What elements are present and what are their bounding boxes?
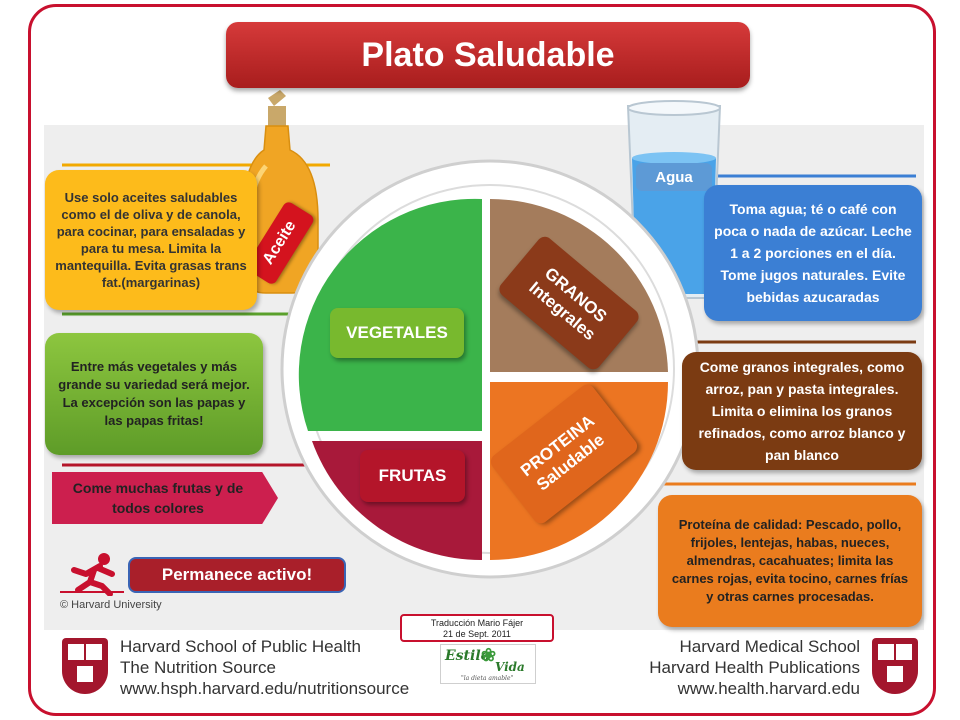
oil-info-text: Use solo aceites saludables como el de o… [55,190,247,290]
harvard-medical-crest-icon [872,638,918,694]
grains-info-box: Come granos integrales, como arroz, pan … [682,352,922,470]
grains-info-text: Come granos integrales, como arroz, pan … [698,359,906,463]
footer-left-line1: Harvard School of Public Health [120,637,361,656]
footer-right: Harvard Medical School Harvard Health Pu… [574,636,860,699]
leaf-icon: ❀ [481,645,497,666]
estilo-de-vida-logo: Estilo ❀ Vida "la dieta amable" [440,644,536,684]
footer-left-line2: The Nutrition Source [120,658,276,677]
footer-right-line2: Harvard Health Publications [649,658,860,677]
healthy-plate [280,159,700,579]
vegetables-label: VEGETALES [330,308,464,358]
footer-right-line1: Harvard Medical School [679,637,860,656]
footer-right-url[interactable]: www.health.harvard.edu [677,679,860,698]
vegetables-info-box: Entre más vegetales y más grande su vari… [45,333,263,455]
stay-active-badge: Permanece activo! [128,557,346,593]
translation-credit: Traducción Mario Fájer 21 de Sept. 2011 [400,614,554,642]
translation-line2: 21 de Sept. 2011 [443,629,511,639]
copyright: © Harvard University [60,599,162,611]
harvard-public-health-crest-icon [62,638,108,694]
fruits-info-text: Come muchas frutas y de todos colores [72,480,244,516]
oil-info-box: Use solo aceites saludables como el de o… [45,170,257,310]
translation-line1: Traducción Mario Fájer [430,618,524,628]
fruits-info-banner: Come muchas frutas y de todos colores [52,472,278,524]
water-tag: Agua [636,163,712,191]
water-info-text: Toma agua; té o café con poca o nada de … [714,201,912,305]
vegetables-info-text: Entre más vegetales y más grande su vari… [58,359,250,428]
fruits-label: FRUTAS [360,450,465,502]
page-title: Plato Saludable [226,22,750,88]
running-person-icon [60,553,124,596]
protein-info-text: Proteína de calidad: Pescado, pollo, fri… [671,517,909,604]
footer-left-url[interactable]: www.hsph.harvard.edu/nutritionsource [120,679,410,698]
footer-left: Harvard School of Public Health The Nutr… [120,636,440,699]
water-info-box: Toma agua; té o café con poca o nada de … [704,185,922,321]
protein-info-box: Proteína de calidad: Pescado, pollo, fri… [658,495,922,627]
red-frame [28,4,936,716]
